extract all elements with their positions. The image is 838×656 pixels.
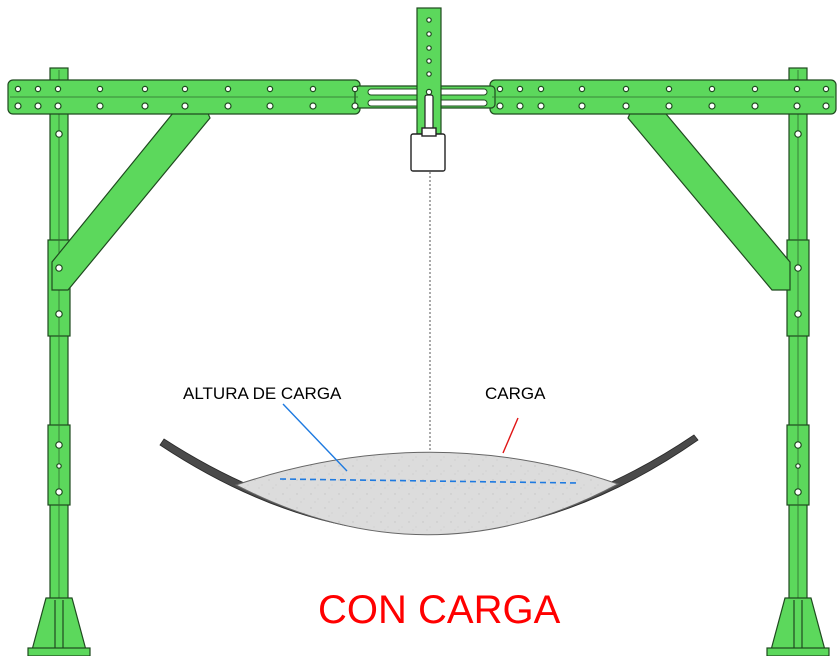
bolt-hole xyxy=(181,85,189,93)
bolt-hole xyxy=(351,85,359,93)
bolt-hole xyxy=(665,85,673,93)
bolt-hole xyxy=(516,102,524,110)
bolt-hole xyxy=(224,85,232,93)
bolt-hole xyxy=(55,488,63,496)
diagram-title: CON CARGA xyxy=(318,588,561,632)
load-height-label: ALTURA DE CARGA xyxy=(183,384,342,403)
right-foot xyxy=(766,597,830,656)
bolt-hole xyxy=(96,85,104,93)
bolt-hole xyxy=(309,102,317,110)
bolt-hole xyxy=(309,85,317,93)
left-foot xyxy=(27,597,91,656)
bolt-hole xyxy=(622,85,630,93)
bolt-hole xyxy=(795,463,801,469)
bolt-hole xyxy=(578,102,586,110)
bolt-hole xyxy=(266,85,274,93)
bolt-hole xyxy=(181,102,189,110)
bolt-hole xyxy=(55,310,63,318)
bolt-hole xyxy=(537,102,545,110)
load-height-leader xyxy=(282,403,348,472)
bolt-hole xyxy=(426,45,432,51)
bolt-hole xyxy=(54,102,62,110)
bolt-hole xyxy=(751,102,759,110)
bolt-hole xyxy=(751,85,759,93)
bolt-hole xyxy=(578,85,586,93)
right-brace xyxy=(627,101,791,291)
bolt-hole xyxy=(426,31,432,37)
bolt-hole xyxy=(516,85,524,93)
bolt-hole xyxy=(426,71,432,77)
bolt-hole xyxy=(822,85,830,93)
bolt-hole xyxy=(794,488,802,496)
load-leader xyxy=(502,417,519,454)
bolt-hole xyxy=(96,102,104,110)
bolt-hole xyxy=(54,85,62,93)
bolt-hole xyxy=(822,102,830,110)
bolt-hole xyxy=(141,85,149,93)
bolt-hole xyxy=(351,102,359,110)
bolt-hole xyxy=(224,102,232,110)
bolt-hole xyxy=(55,130,63,138)
beam-center-slots xyxy=(367,88,488,107)
bolt-hole xyxy=(665,102,673,110)
bolt-hole xyxy=(34,85,42,93)
bolt-hole xyxy=(794,130,802,138)
bolt-hole xyxy=(426,58,432,64)
bolt-hole xyxy=(622,102,630,110)
bolt-hole xyxy=(141,102,149,110)
left-brace xyxy=(51,101,211,291)
bolt-hole xyxy=(794,441,802,449)
bolt-hole xyxy=(14,85,22,93)
bolt-hole xyxy=(794,264,802,272)
bolt-hole xyxy=(426,17,432,23)
bolt-hole xyxy=(496,85,504,93)
right-leg xyxy=(786,67,810,656)
bolt-hole xyxy=(708,85,716,93)
load-material xyxy=(234,451,620,536)
bolt-hole xyxy=(14,102,22,110)
bolt-hole xyxy=(793,102,801,110)
bolt-hole xyxy=(794,310,802,318)
bolt-hole xyxy=(56,463,62,469)
left-leg xyxy=(47,67,71,656)
bolt-hole xyxy=(496,102,504,110)
bolt-hole xyxy=(708,102,716,110)
bolt-hole xyxy=(55,264,63,272)
bolt-hole xyxy=(793,85,801,93)
bolt-hole xyxy=(537,85,545,93)
bolt-hole xyxy=(425,88,433,96)
distance-sensor xyxy=(410,127,446,172)
bolt-hole xyxy=(266,102,274,110)
bolt-hole xyxy=(34,102,42,110)
load-label: CARGA xyxy=(485,384,546,403)
beam-holes xyxy=(14,85,830,496)
bolt-hole xyxy=(55,441,63,449)
